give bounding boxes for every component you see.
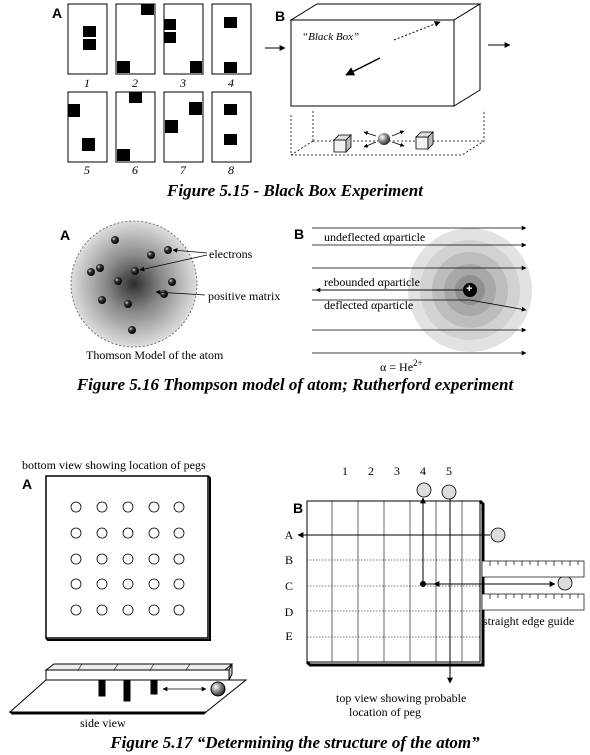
undeflected-particle-label: undeflected αparticle (324, 230, 426, 244)
fig15-panel-a-label: A (52, 5, 63, 21)
grid-row-letter: A (284, 528, 294, 542)
box-number: 2 (132, 76, 138, 90)
black-box-interior (290, 110, 485, 156)
box-number: 5 (84, 163, 90, 177)
grid-row-letter: B (284, 553, 293, 567)
top-view-label-line1: top view showing probable (336, 691, 467, 705)
nucleus-plus-sign: + (466, 283, 473, 295)
fig16-panel-a-label: A (60, 227, 71, 243)
fig15-panel-b-label: B (275, 8, 286, 24)
fig17-panel-a-label: A (22, 476, 33, 492)
thomson-model-label: Thomson Model of the atom (86, 348, 224, 362)
box-number: 8 (228, 163, 234, 177)
peg-holes (70, 501, 185, 616)
deflected-particle-label: deflected αparticle (324, 298, 414, 312)
figure-5-15-caption: Figure 5.15 - Black Box Experiment (167, 181, 423, 200)
black-box-3d (265, 3, 511, 107)
thomson-model (70, 220, 208, 348)
straight-edge-guide-label: straight edge guide (483, 614, 575, 628)
bottom-view-label: bottom view showing location of pegs (22, 458, 206, 472)
positive-matrix-label: positive matrix (208, 289, 281, 303)
peg-board-side (8, 663, 248, 715)
grid-column-number: 5 (446, 464, 452, 478)
grid-row-letter: C (284, 579, 293, 593)
top-view-label-line2: location of peg (349, 705, 421, 719)
box-number: 6 (132, 163, 138, 177)
rutherford-experiment (312, 225, 532, 356)
rebounded-particle-label: rebounded αparticle (324, 275, 420, 289)
alpha-formula: α = He2+ (380, 358, 423, 374)
fig16-panel-b-label: B (294, 226, 305, 242)
box-number: 1 (84, 76, 90, 90)
electron-dots (87, 236, 176, 334)
figure-5-16-caption: Figure 5.16 Thompson model of atom; Ruth… (76, 375, 514, 394)
box-8 (211, 91, 252, 163)
grid-column-number: 2 (368, 464, 374, 478)
black-box-label: “Black Box” (302, 31, 360, 43)
peg-board-bottom (45, 475, 211, 641)
figure-5-17-caption: Figure 5.17 “Determining the structure o… (110, 733, 480, 752)
straight-edge-rulers (481, 560, 585, 611)
side-view-label: side view (80, 716, 126, 730)
grid-row-letter: E (285, 629, 293, 643)
grid-column-number: 4 (420, 464, 426, 478)
grid-column-number: 3 (394, 464, 400, 478)
grid-row-letter: D (284, 605, 294, 619)
top-view-grid (297, 482, 585, 684)
box-5 (67, 91, 108, 163)
box-number: 4 (228, 76, 234, 90)
grid-column-number: 1 (342, 464, 348, 478)
black-box-grid (67, 3, 252, 163)
fig17-panel-b-label: B (293, 500, 304, 516)
box-number: 7 (180, 163, 186, 177)
box-number: 3 (180, 76, 186, 90)
electrons-label: electrons (209, 247, 253, 261)
